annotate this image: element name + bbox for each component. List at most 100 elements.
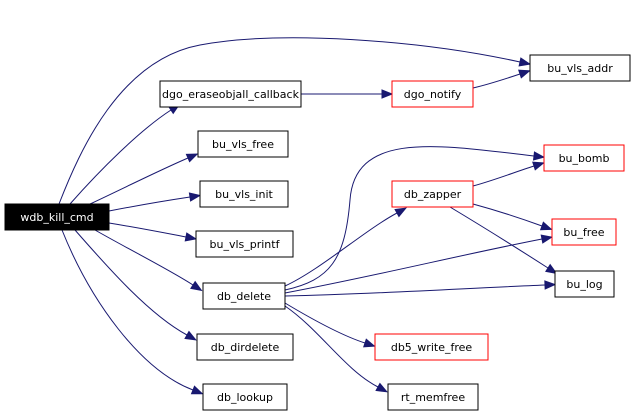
node-label: db_zapper	[404, 188, 462, 201]
nodes-layer: wdb_kill_cmd dgo_eraseobjall_callback dgo_…	[4, 54, 631, 411]
node-bu-vls-free[interactable]: bu_vls_free	[197, 130, 289, 158]
edge-line	[472, 203, 543, 227]
edge-line	[69, 109, 172, 205]
node-box	[551, 218, 617, 246]
arrowhead	[190, 385, 204, 395]
arrowhead	[185, 153, 199, 163]
edge-line	[284, 238, 543, 294]
node-rt-memfree[interactable]: rt_memfree	[387, 383, 479, 411]
arrowhead	[518, 69, 531, 79]
edge-line	[74, 229, 188, 336]
node-box	[199, 180, 289, 208]
arrowhead	[190, 280, 203, 292]
edge-line	[284, 146, 535, 291]
arrowhead	[532, 151, 546, 161]
node-db5-write-free[interactable]: db5_write_free	[374, 333, 489, 361]
node-box	[202, 282, 286, 310]
node-label: rt_memfree	[401, 391, 465, 404]
node-label: bu_free	[563, 226, 604, 239]
node-label: bu_vls_free	[212, 138, 274, 151]
arrowhead	[544, 280, 557, 290]
node-box	[159, 80, 302, 108]
node-label: dgo_eraseobjall_callback	[162, 88, 300, 101]
edge-line	[284, 305, 379, 388]
edge-wdb-kill-cmd-to-dgo-eraseobjall-callback	[69, 103, 181, 205]
node-box	[202, 383, 288, 411]
edge-wdb-kill-cmd-to-bu-vls-init	[108, 192, 202, 212]
arrowhead	[184, 232, 198, 242]
edge-dgo-notify-to-bu-vls-addr	[472, 69, 531, 89]
arrowhead	[394, 207, 407, 218]
edge-line	[61, 229, 194, 391]
node-db-zapper[interactable]: db_zapper	[391, 180, 474, 208]
node-box	[391, 80, 474, 108]
edge-db-delete-to-rt-memfree	[284, 305, 388, 393]
edge-wdb-kill-cmd-to-db-dirdelete	[74, 229, 197, 341]
node-db-dirdelete[interactable]: db_dirdelete	[196, 333, 294, 361]
edge-db-delete-to-db5-write-free	[284, 302, 376, 348]
node-box	[554, 270, 615, 298]
node-label: bu_vls_init	[215, 188, 273, 201]
edge-line	[58, 37, 521, 205]
edge-wdb-kill-cmd-to-db-lookup	[61, 229, 204, 395]
edge-wdb-kill-cmd-to-db-delete	[94, 229, 203, 292]
edge-db-zapper-to-bu-log	[449, 206, 558, 275]
arrowhead	[381, 89, 394, 99]
node-dgo-eraseobjall-callback[interactable]: dgo_eraseobjall_callback	[159, 80, 302, 108]
node-box	[374, 333, 489, 361]
node-db-delete[interactable]: db_delete	[202, 282, 286, 310]
node-box	[4, 203, 110, 231]
node-box	[387, 383, 479, 411]
arrowhead	[188, 192, 202, 202]
node-dgo-notify[interactable]: dgo_notify	[391, 80, 474, 108]
edge-db-delete-to-db-zapper	[284, 207, 407, 287]
node-db-lookup[interactable]: db_lookup	[202, 383, 288, 411]
edge-line	[108, 196, 191, 212]
node-label: wdb_kill_cmd	[20, 211, 93, 224]
node-bu-vls-addr[interactable]: bu_vls_addr	[529, 54, 631, 82]
node-box	[391, 180, 474, 208]
edge-line	[108, 222, 187, 238]
node-bu-vls-printf[interactable]: bu_vls_printf	[195, 230, 294, 258]
node-wdb-kill-cmd[interactable]: wdb_kill_cmd	[4, 203, 110, 231]
edge-line	[89, 157, 189, 205]
edge-db-zapper-to-bu-free	[472, 203, 553, 231]
node-box	[196, 333, 294, 361]
arrowhead	[539, 221, 553, 231]
edge-wdb-kill-cmd-to-bu-vls-addr	[58, 37, 532, 205]
node-label: db_delete	[217, 290, 271, 303]
edge-line	[284, 212, 398, 287]
edge-line	[284, 284, 546, 297]
edge-db-delete-to-bu-log	[284, 280, 557, 297]
node-label: db_dirdelete	[211, 341, 280, 354]
node-bu-vls-init[interactable]: bu_vls_init	[199, 180, 289, 208]
edge-wdb-kill-cmd-to-bu-vls-printf	[108, 222, 198, 242]
node-box	[197, 130, 289, 158]
node-box	[543, 144, 625, 172]
edge-db-delete-to-bu-bomb	[284, 146, 546, 291]
arrowhead	[375, 382, 388, 393]
arrowhead	[363, 338, 376, 348]
edge-line	[284, 302, 366, 344]
arrowhead	[532, 161, 545, 171]
node-label: bu_vls_addr	[547, 62, 613, 75]
edge-dgo-eraseobjall-callback-to-dgo-notify	[301, 89, 394, 99]
arrowhead	[518, 57, 532, 67]
node-bu-log[interactable]: bu_log	[554, 270, 615, 298]
arrowhead	[545, 263, 558, 275]
node-label: db_lookup	[217, 391, 273, 404]
arrowhead	[540, 234, 554, 244]
node-label: bu_log	[566, 278, 602, 291]
node-label: db5_write_free	[391, 341, 473, 354]
node-label: dgo_notify	[404, 88, 462, 101]
edge-wdb-kill-cmd-to-bu-vls-free	[89, 153, 199, 205]
arrowhead	[184, 330, 197, 341]
edge-line	[472, 73, 521, 89]
edge-line	[449, 206, 549, 269]
edge-line	[472, 165, 535, 187]
node-bu-free[interactable]: bu_free	[551, 218, 617, 246]
edge-db-delete-to-bu-free	[284, 234, 554, 294]
node-box	[195, 230, 294, 258]
node-bu-bomb[interactable]: bu_bomb	[543, 144, 625, 172]
